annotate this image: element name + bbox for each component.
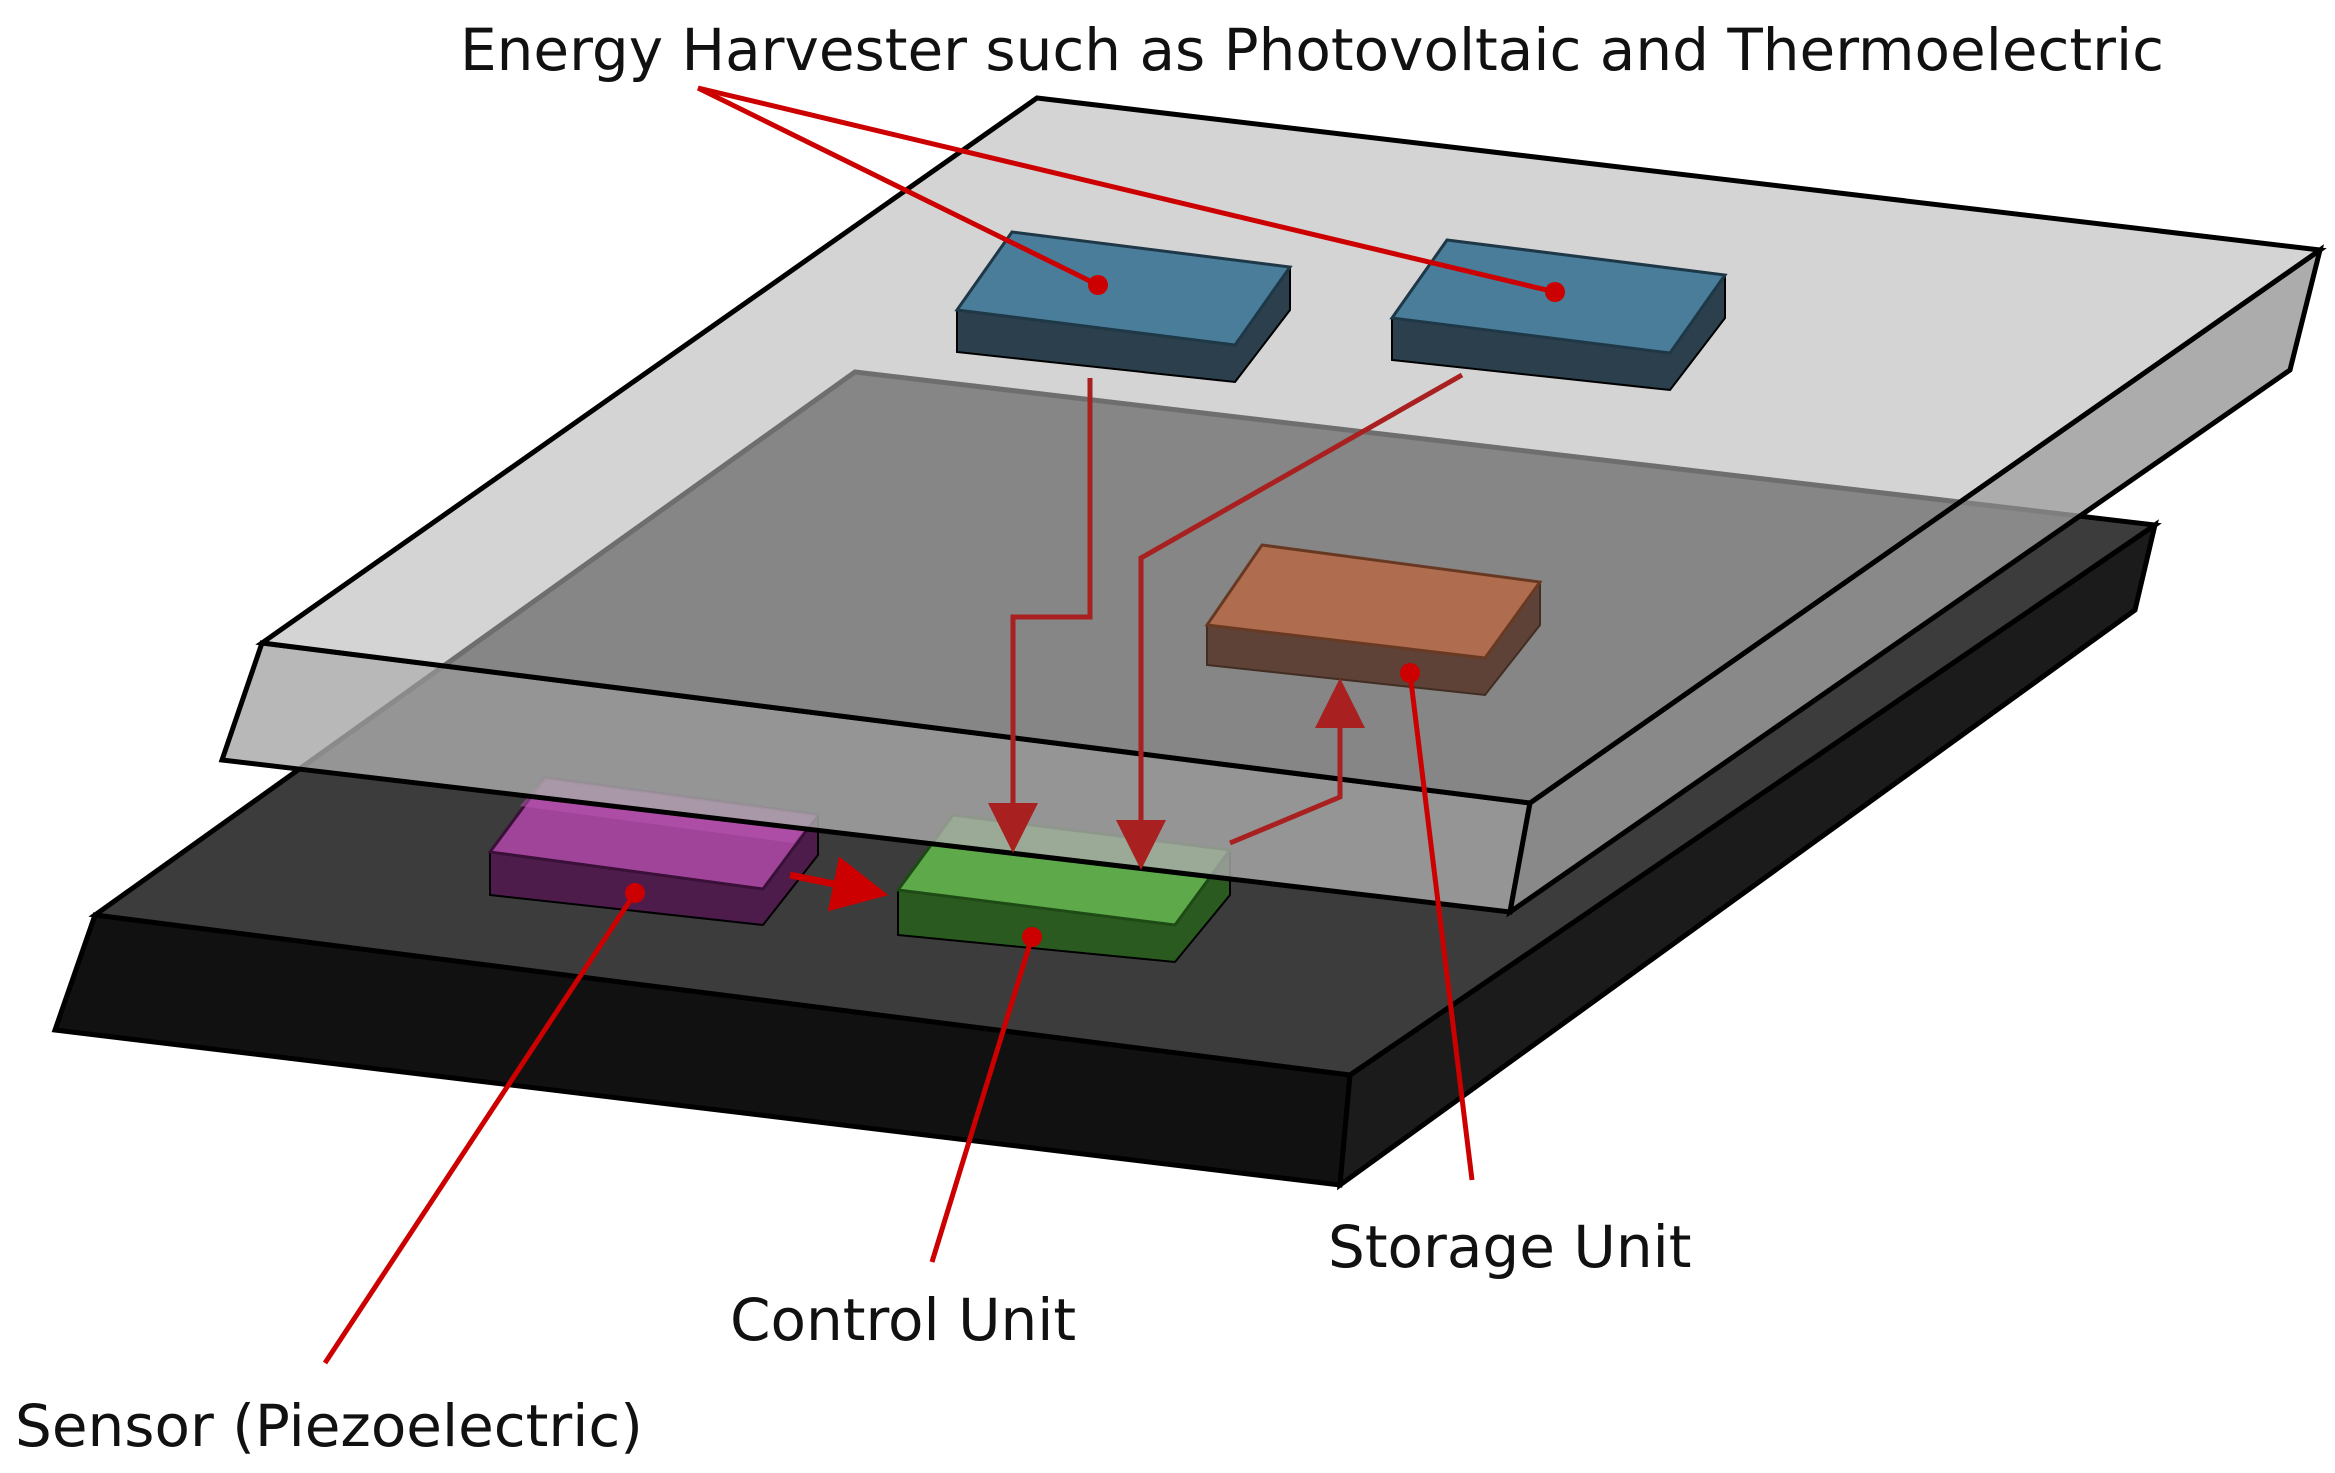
- sensor-annotation-dot: [625, 883, 645, 903]
- top-layer: [218, 95, 2327, 918]
- harvester2-to-control-line: [1116, 372, 1464, 870]
- control-unit-label: Control Unit: [730, 1286, 1076, 1354]
- sensor-to-control-arrow: [789, 856, 889, 912]
- energy-harvester-1: [954, 230, 1293, 384]
- control-annotation-dot: [1022, 927, 1042, 947]
- harvester2-annotation-dot: [1545, 282, 1565, 302]
- power-connections: [988, 372, 1464, 870]
- harvester1-annotation-dot: [1088, 275, 1108, 295]
- energy-harvester-2: [1389, 238, 1728, 392]
- storage-unit-component: [1204, 543, 1543, 697]
- control-to-storage-line: [1229, 678, 1365, 846]
- energy-harvester-label: Energy Harvester such as Photovoltaic an…: [460, 16, 2164, 84]
- storage-unit-label: Storage Unit: [1328, 1213, 1691, 1281]
- top-layer-top-face: [255, 95, 2327, 806]
- sensor-label: Sensor (Piezoelectric): [15, 1392, 643, 1460]
- storage-annotation-dot: [1400, 663, 1420, 683]
- annotation-lines: [322, 85, 1565, 1365]
- harvester1-to-control-line: [988, 378, 1093, 853]
